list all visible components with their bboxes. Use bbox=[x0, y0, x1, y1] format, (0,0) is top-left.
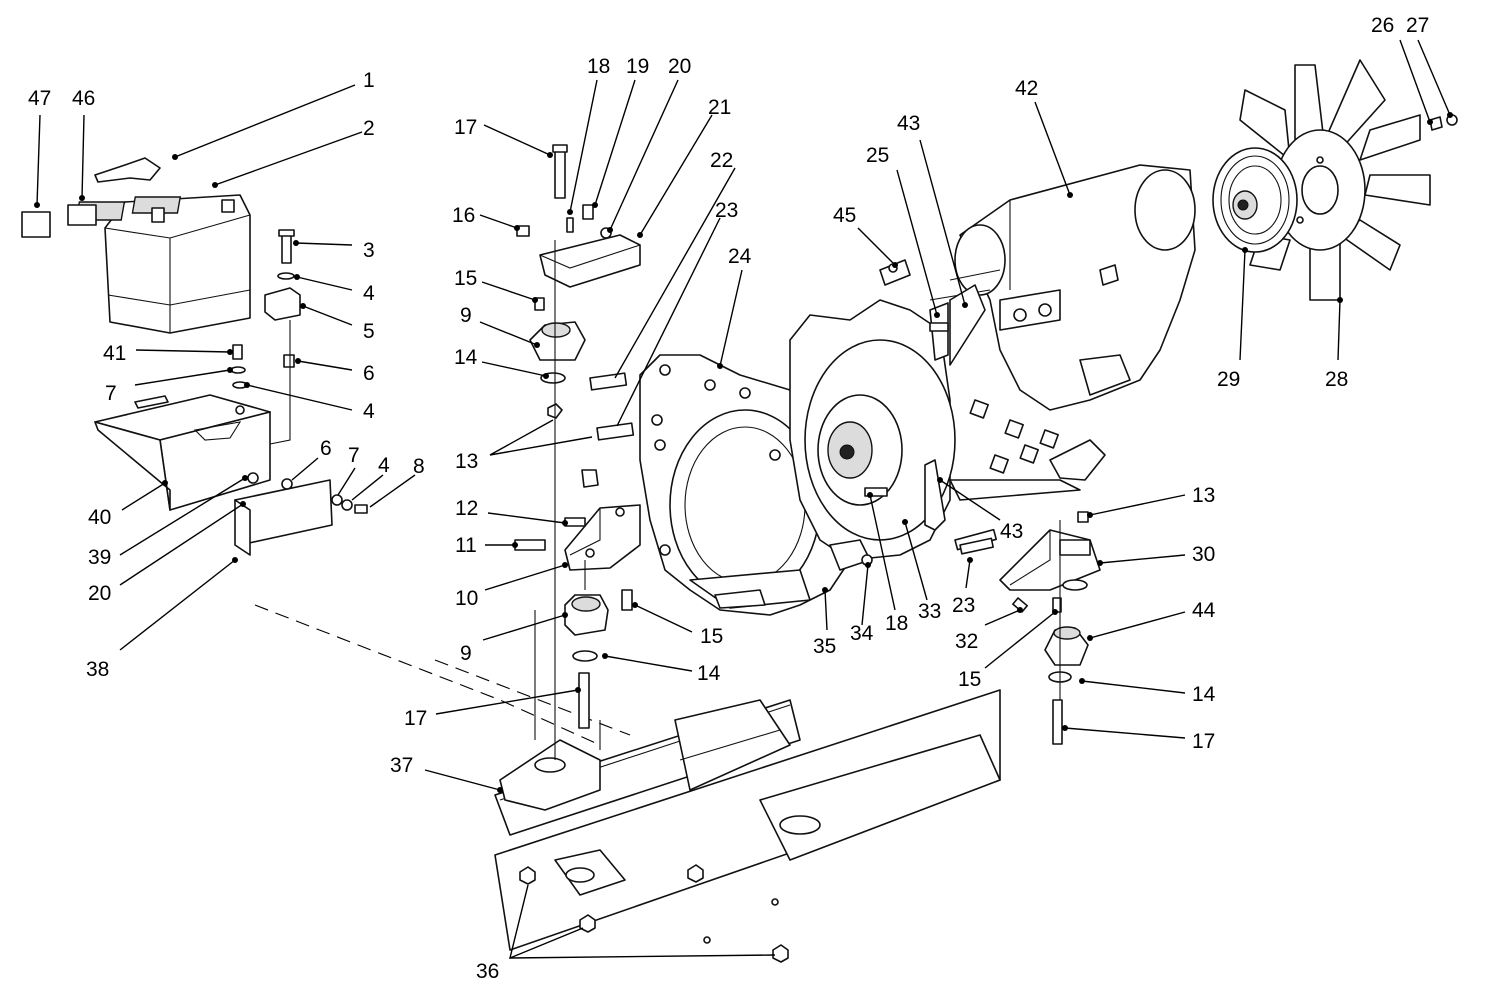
callout-30: 30 bbox=[1192, 543, 1215, 566]
nuts-36 bbox=[519, 864, 789, 963]
battery bbox=[21, 157, 251, 334]
callout-26: 26 bbox=[1371, 14, 1394, 37]
callout-10: 10 bbox=[455, 587, 478, 610]
callout-23: 23 bbox=[715, 199, 738, 222]
callout-37: 37 bbox=[390, 754, 413, 777]
leader-dots bbox=[34, 112, 1453, 793]
callout-4: 4 bbox=[378, 454, 390, 477]
callout-25: 25 bbox=[866, 144, 889, 167]
callout-47: 47 bbox=[28, 87, 51, 110]
callout-33: 33 bbox=[918, 600, 941, 623]
callout-17: 17 bbox=[404, 707, 427, 730]
callout-labels: 1 2 3 4 5 6 4 7 41 47 46 40 39 20 38 6 7… bbox=[28, 14, 1429, 983]
callout-46: 46 bbox=[72, 87, 95, 110]
callout-13: 13 bbox=[1192, 484, 1215, 507]
callout-14: 14 bbox=[1192, 683, 1216, 706]
callout-9: 9 bbox=[460, 642, 472, 665]
callout-17: 17 bbox=[1192, 730, 1215, 753]
callout-34: 34 bbox=[850, 622, 874, 645]
battery-holddown bbox=[264, 229, 301, 446]
fan-hub bbox=[1212, 114, 1458, 253]
callout-32: 32 bbox=[955, 630, 978, 653]
callout-7: 7 bbox=[105, 382, 117, 405]
callout-39: 39 bbox=[88, 546, 111, 569]
callout-43: 43 bbox=[1000, 520, 1023, 543]
callout-20: 20 bbox=[668, 55, 691, 78]
callout-12: 12 bbox=[455, 497, 478, 520]
fan bbox=[1239, 59, 1431, 301]
callout-11: 11 bbox=[455, 534, 477, 557]
mount-bracket-10 bbox=[514, 469, 641, 571]
callout-14: 14 bbox=[697, 662, 721, 685]
callout-16: 16 bbox=[452, 204, 475, 227]
callout-43: 43 bbox=[897, 112, 920, 135]
flywheel-plate bbox=[789, 299, 998, 571]
callout-6: 6 bbox=[320, 437, 332, 460]
callout-19: 19 bbox=[626, 55, 649, 78]
callout-6: 6 bbox=[363, 362, 375, 385]
engine-block bbox=[879, 164, 1196, 501]
callout-13: 13 bbox=[455, 450, 478, 473]
callout-14: 14 bbox=[454, 346, 478, 369]
callout-38: 38 bbox=[86, 658, 109, 681]
callout-18: 18 bbox=[587, 55, 610, 78]
callout-20: 20 bbox=[88, 582, 111, 605]
engine-mount-9-lower bbox=[564, 560, 633, 729]
callout-17: 17 bbox=[454, 116, 477, 139]
right-engine-mount bbox=[959, 511, 1101, 745]
callout-45: 45 bbox=[833, 204, 856, 227]
front-engine-mount bbox=[516, 144, 641, 760]
callout-22: 22 bbox=[710, 149, 733, 172]
callout-29: 29 bbox=[1217, 368, 1240, 391]
callout-35: 35 bbox=[813, 635, 836, 658]
callout-41: 41 bbox=[103, 342, 126, 365]
callout-4: 4 bbox=[363, 400, 375, 423]
callout-24: 24 bbox=[728, 245, 752, 268]
mount-bracket-37 bbox=[499, 610, 601, 811]
frame-rails bbox=[254, 604, 1001, 951]
callout-18: 18 bbox=[885, 612, 908, 635]
callout-28: 28 bbox=[1325, 368, 1348, 391]
callout-1: 1 bbox=[363, 69, 375, 92]
callout-8: 8 bbox=[413, 455, 425, 478]
callout-15: 15 bbox=[454, 267, 477, 290]
callout-21: 21 bbox=[708, 96, 731, 119]
callout-44: 44 bbox=[1192, 599, 1216, 622]
callout-3: 3 bbox=[363, 239, 375, 262]
callout-27: 27 bbox=[1406, 14, 1429, 37]
callout-5: 5 bbox=[363, 320, 375, 343]
callout-36: 36 bbox=[476, 960, 499, 983]
callout-7: 7 bbox=[348, 444, 360, 467]
leader-lines bbox=[36, 39, 1451, 960]
callout-42: 42 bbox=[1015, 77, 1038, 100]
callout-2: 2 bbox=[363, 117, 375, 140]
callout-15: 15 bbox=[700, 625, 723, 648]
callout-15: 15 bbox=[958, 668, 981, 691]
callout-9: 9 bbox=[460, 304, 472, 327]
battery-tray bbox=[94, 344, 368, 556]
callout-40: 40 bbox=[88, 506, 111, 529]
callout-23: 23 bbox=[952, 594, 975, 617]
callout-4: 4 bbox=[363, 282, 375, 305]
